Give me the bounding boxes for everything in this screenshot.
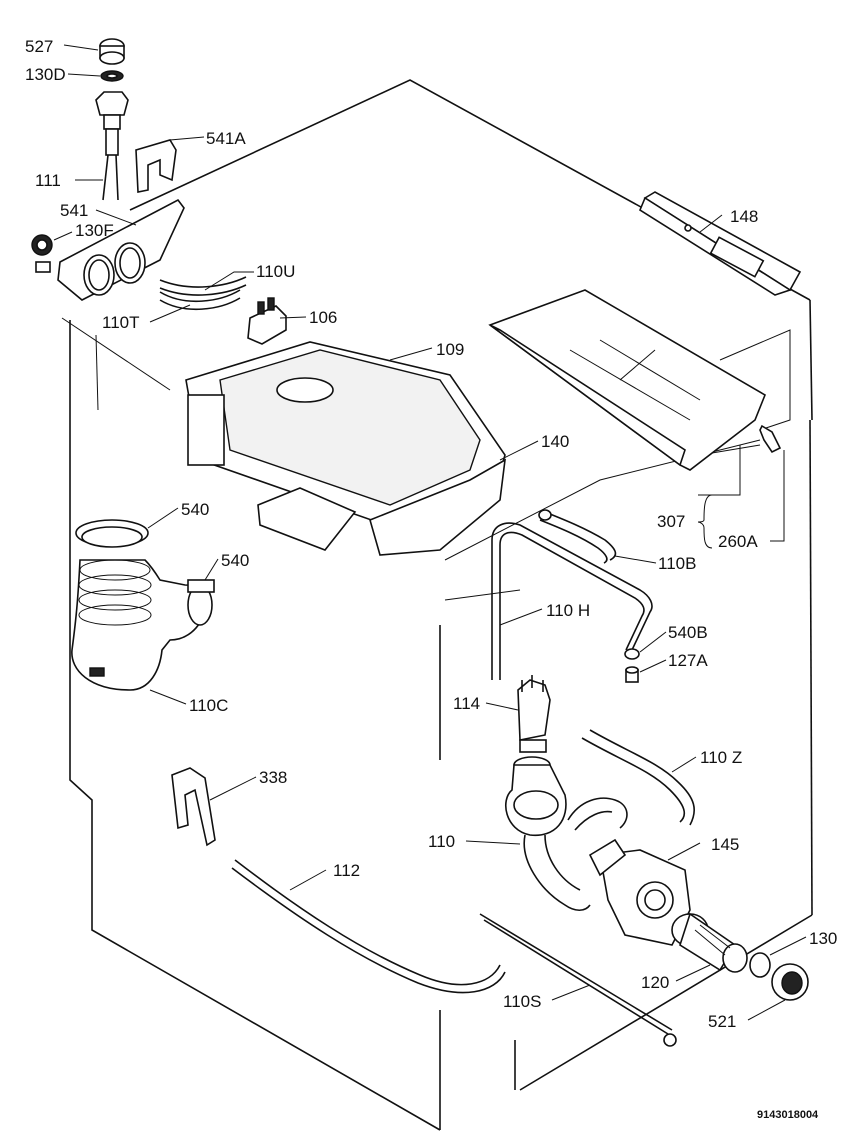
part-114	[517, 675, 551, 753]
callout-145: 145	[711, 835, 739, 854]
bellows-540	[71, 519, 215, 691]
callout-110u: 110U	[256, 262, 295, 281]
clamp-540b	[624, 648, 640, 683]
callout-112: 112	[333, 861, 360, 880]
seal-130	[749, 952, 771, 978]
rod-110s	[479, 913, 677, 1047]
callout-541: 541	[60, 201, 88, 220]
callout-307: 307	[657, 512, 685, 531]
clip-260a	[759, 424, 782, 454]
hose-110h	[491, 522, 653, 680]
callout-127a: 127A	[668, 651, 708, 670]
callout-120: 120	[641, 973, 669, 992]
sump-hose-110	[504, 756, 628, 912]
callout-338: 338	[259, 768, 287, 787]
panel-541	[31, 198, 185, 301]
hose-110b	[538, 509, 617, 564]
callout-540-top: 540	[181, 500, 209, 519]
cover-148	[639, 191, 802, 296]
callout-130d: 130D	[25, 65, 66, 84]
callout-130: 130	[809, 929, 837, 948]
hoses-110u-110t	[159, 276, 247, 311]
callout-540b: 540B	[668, 623, 708, 642]
callout-110s: 110S	[503, 992, 541, 1011]
callout-110t: 110T	[102, 313, 140, 332]
callout-527: 527	[25, 37, 53, 56]
callout-541a: 541A	[206, 129, 246, 148]
callout-260a: 260A	[718, 532, 758, 551]
callout-114: 114	[453, 694, 480, 713]
inlet-valve-assembly	[95, 38, 129, 201]
cap-521	[771, 963, 809, 1001]
hose-112	[231, 859, 506, 994]
bracket-541a	[135, 139, 177, 193]
callout-110z: 110 Z	[700, 748, 742, 767]
callout-labels: 527 130D 541A 111 541 130F 110U 110T 106…	[25, 37, 837, 1031]
dispenser-housing-109	[185, 341, 506, 556]
hose-110z	[581, 729, 695, 826]
callout-110: 110	[428, 832, 455, 851]
callout-521: 521	[708, 1012, 736, 1031]
callout-130f: 130F	[75, 221, 114, 240]
callout-140: 140	[541, 432, 569, 451]
leader-lines	[53, 44, 807, 1021]
callout-110c: 110C	[189, 696, 228, 715]
part-106	[247, 297, 287, 345]
callout-148: 148	[730, 207, 758, 226]
callout-111: 111	[35, 171, 61, 190]
callout-110h: 110 H	[546, 601, 590, 620]
dispenser-drawer-140	[488, 289, 766, 471]
callout-106: 106	[309, 308, 337, 327]
filter-120	[671, 912, 748, 973]
callout-540-mid: 540	[221, 551, 249, 570]
callout-110b: 110B	[658, 554, 696, 573]
brace-307	[697, 494, 713, 549]
clip-338	[171, 767, 216, 847]
document-number: 9143018004	[757, 1109, 819, 1121]
callout-109: 109	[436, 340, 464, 359]
